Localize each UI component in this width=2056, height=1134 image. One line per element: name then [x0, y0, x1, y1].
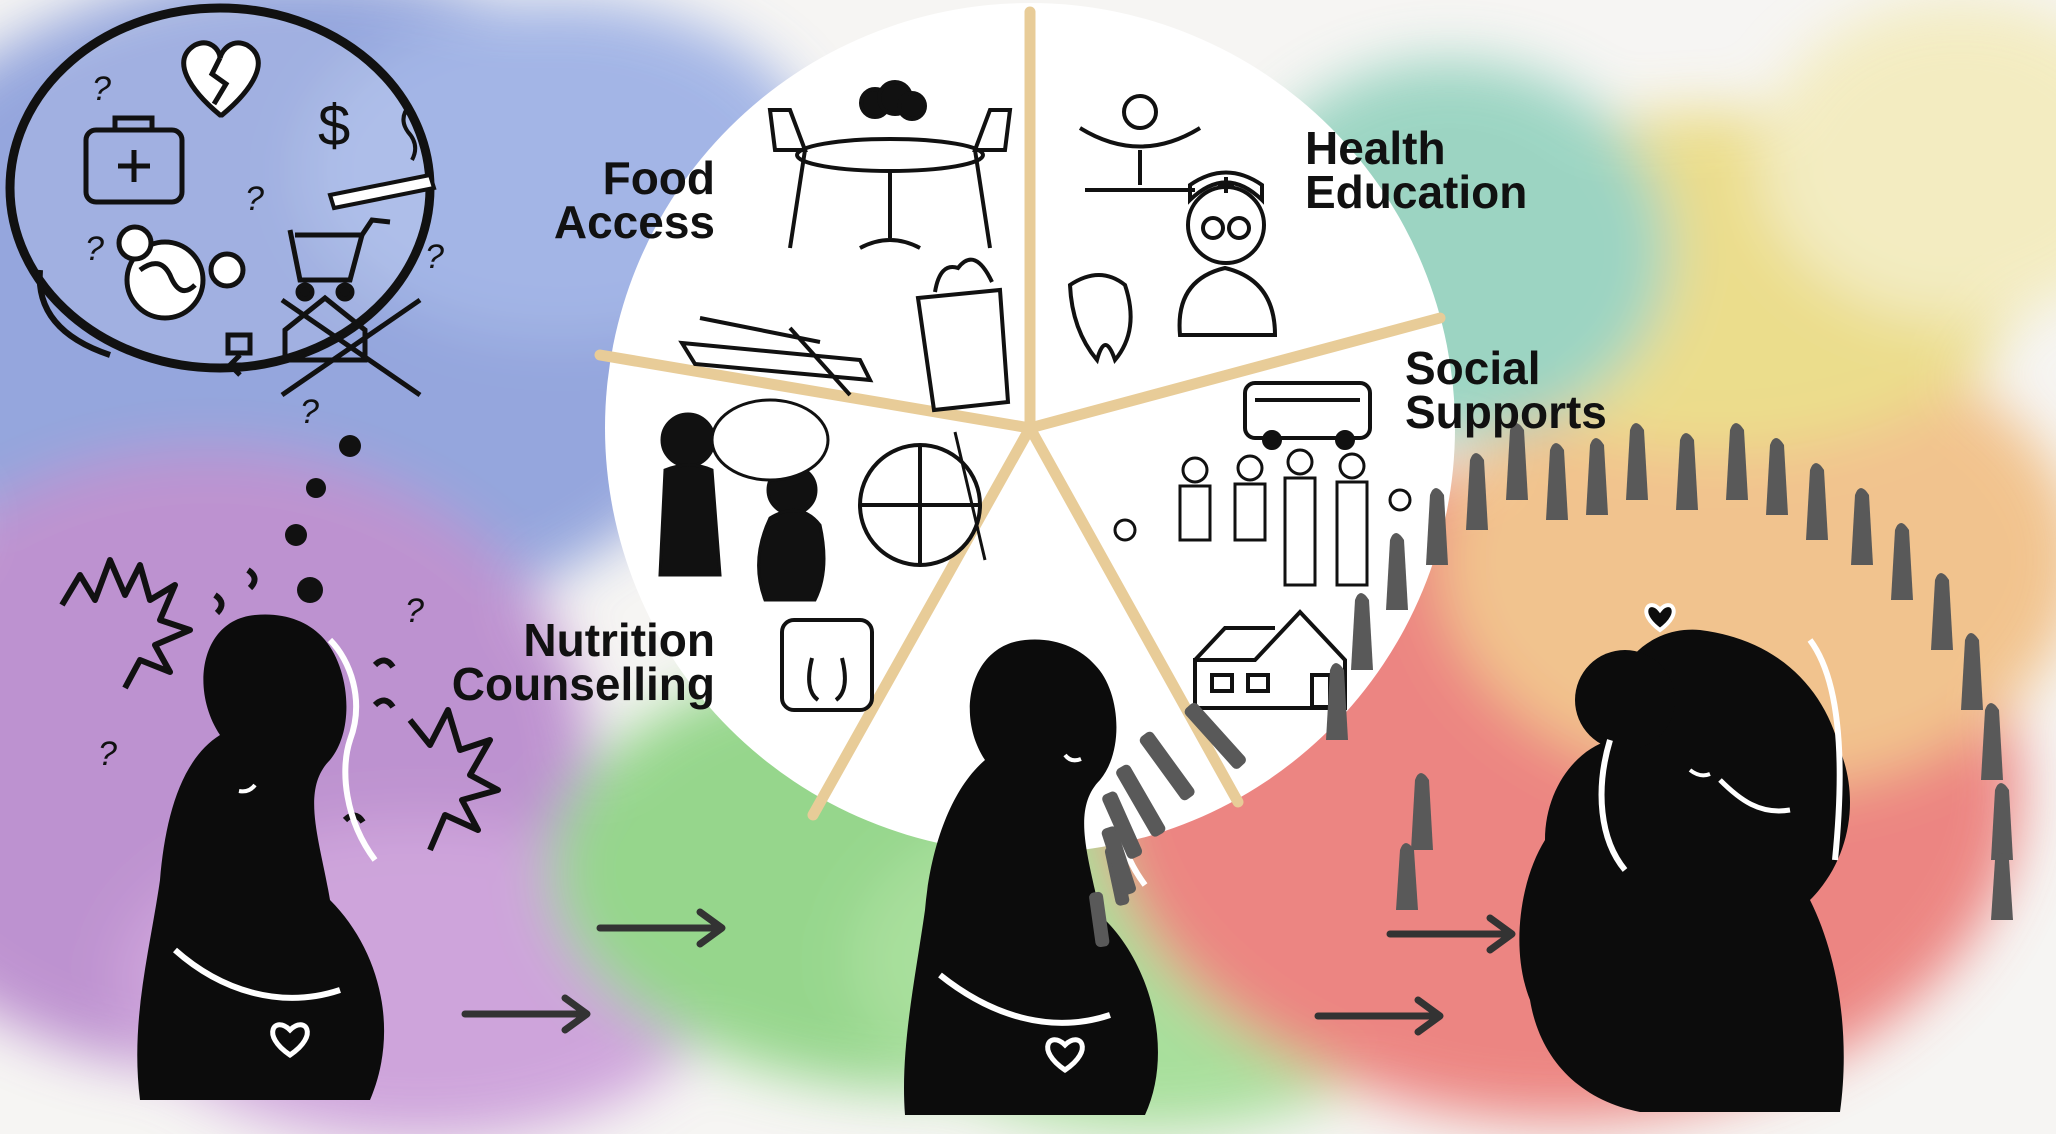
label-nutrition-counselling-line1: Nutrition — [523, 614, 715, 666]
support-group-icon — [1113, 448, 1412, 587]
label-food-access: Food Access — [540, 152, 715, 248]
question-mark: ? — [425, 238, 444, 276]
question-mark: ? — [245, 180, 264, 218]
mother-and-child-icon — [1519, 603, 1850, 1112]
dining-table-icon — [767, 80, 1013, 250]
question-mark: ? — [300, 393, 319, 431]
label-social-supports-line2: Supports — [1405, 386, 1607, 438]
pregnant-woman-stressed-icon — [137, 614, 385, 1100]
baby-scale-icon — [1078, 94, 1202, 192]
tooth-icon — [1067, 273, 1133, 365]
question-mark: ? — [85, 230, 104, 268]
label-health-education: Health Education — [1305, 122, 1565, 218]
stress-marks — [59, 557, 501, 852]
label-health-education-line2: Education — [1305, 166, 1528, 218]
broken-heart-icon — [181, 40, 261, 118]
community-crowd-icon — [1089, 423, 2013, 948]
label-social-supports-line1: Social — [1405, 342, 1541, 394]
question-mark: ? — [92, 70, 111, 108]
label-nutrition-counselling: Nutrition Counselling — [420, 614, 715, 710]
dollar-glyph: $ — [318, 93, 350, 158]
arrow-right-icon — [461, 908, 1516, 1036]
question-mark-icon: ? ? ? ? ? ? ? — [85, 70, 444, 773]
cutting-board-icon — [678, 316, 874, 397]
eviction-house-icon — [225, 294, 422, 398]
globe-people-icon — [116, 224, 246, 321]
bus-icon — [1243, 381, 1372, 450]
question-mark: ? — [98, 735, 117, 773]
cigarette-icon — [327, 103, 437, 211]
label-social-supports: Social Supports — [1405, 342, 1625, 438]
scale-plate-icon — [780, 431, 987, 712]
counsellor-client-icon — [658, 398, 830, 602]
label-food-access-line2: Access — [553, 196, 715, 248]
first-aid-kit-icon — [83, 115, 185, 205]
dollar-icon: $ — [318, 93, 350, 158]
wheel-dividers — [594, 6, 1446, 821]
grocery-bag-icon — [915, 257, 1011, 413]
shopping-cart-icon — [287, 217, 391, 302]
question-mark: ? — [405, 592, 424, 630]
nurse-icon — [1177, 170, 1278, 337]
label-food-access-line1: Food — [602, 152, 715, 204]
label-nutrition-counselling-line2: Counselling — [451, 658, 715, 710]
label-health-education-line1: Health — [1305, 122, 1446, 174]
